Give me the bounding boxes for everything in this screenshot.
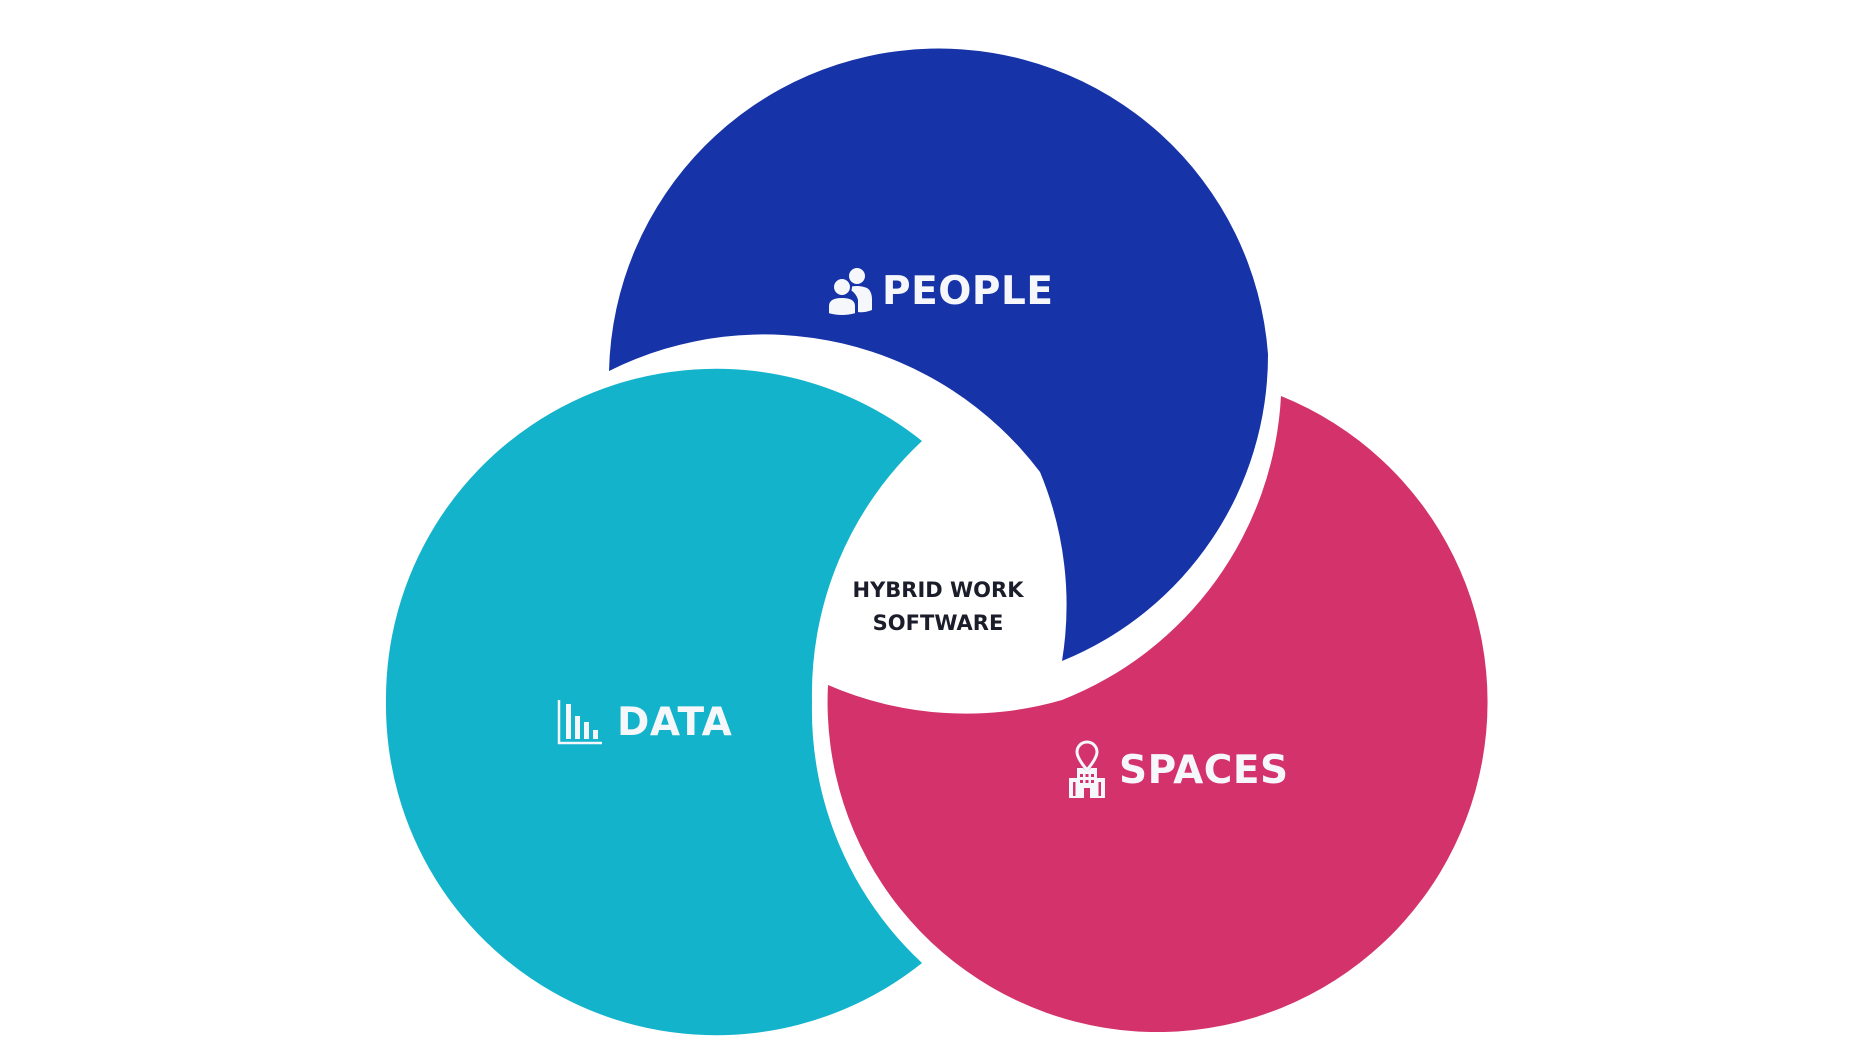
spaces-text: SPACES: [1119, 747, 1289, 793]
people-icon: [828, 268, 872, 316]
spaces-circle: [827, 396, 1488, 1033]
data-label: DATA: [557, 698, 732, 746]
people-label: PEOPLE: [828, 266, 1053, 316]
data-text: DATA: [617, 699, 733, 745]
center-label: HYBRID WORK SOFTWARE: [838, 574, 1038, 640]
data-circle: [385, 368, 923, 1036]
spaces-label: SPACES: [1065, 740, 1289, 800]
bar-chart-icon: [557, 700, 602, 745]
center-label-line1: HYBRID WORK: [852, 578, 1024, 602]
people-text: PEOPLE: [882, 268, 1054, 314]
center-label-line2: SOFTWARE: [872, 611, 1004, 635]
people-circle: [609, 48, 1269, 661]
building-location-icon: [1069, 740, 1105, 798]
